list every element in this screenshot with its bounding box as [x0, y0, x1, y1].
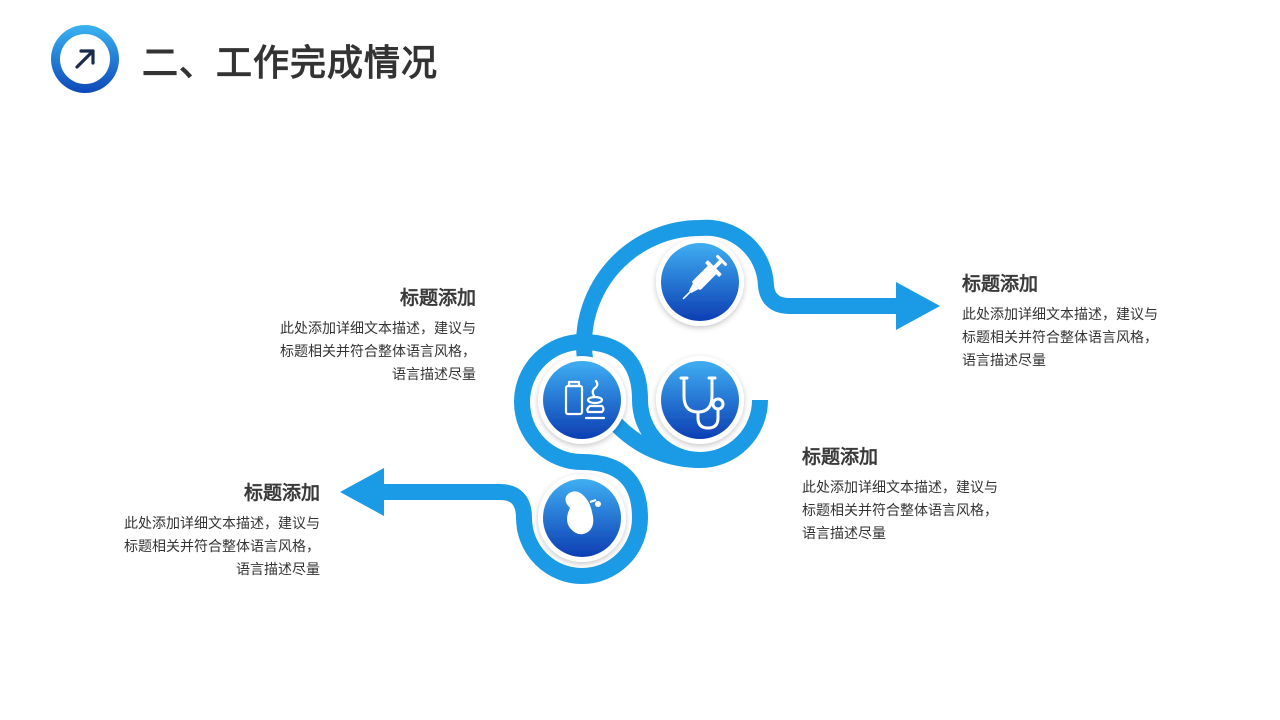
step-description: 此处添加详细文本描述，建议与标题相关并符合整体语言风格，语言描述尽量	[962, 307, 1158, 369]
right-arrow-head	[896, 282, 940, 330]
step-circle-stethoscope	[656, 356, 744, 444]
step-title: 标题添加	[399, 287, 476, 309]
step-text-kidney: 标题添加 此处添加详细文本描述，建议与标题相关并符合整体语言风格，语言描述尽量	[120, 478, 320, 582]
medicine-bottle-icon	[564, 379, 606, 420]
step-text-stethoscope: 标题添加 此处添加详细文本描述，建议与标题相关并符合整体语言风格，语言描述尽量	[802, 442, 1002, 546]
step-title: 标题添加	[802, 446, 879, 468]
left-arrow-head	[340, 468, 384, 516]
step-title: 标题添加	[962, 273, 1039, 295]
step-title: 标题添加	[243, 482, 320, 504]
step-description: 此处添加详细文本描述，建议与标题相关并符合整体语言风格，语言描述尽量	[124, 516, 320, 578]
header-arrow-logo-icon	[51, 25, 119, 93]
step-text-medicine: 标题添加 此处添加详细文本描述，建议与标题相关并符合整体语言风格，语言描述尽量	[276, 283, 476, 387]
stethoscope-icon	[679, 376, 725, 430]
step-text-syringe: 标题添加 此处添加详细文本描述，建议与标题相关并符合整体语言风格，语言描述尽量	[962, 269, 1162, 373]
step-description: 此处添加详细文本描述，建议与标题相关并符合整体语言风格，语言描述尽量	[802, 480, 998, 542]
syringe-icon	[682, 254, 728, 300]
page-title: 二、工作完成情况	[142, 43, 439, 84]
kidney-icon	[565, 491, 601, 535]
step-description: 此处添加详细文本描述，建议与标题相关并符合整体语言风格，语言描述尽量	[280, 321, 476, 383]
